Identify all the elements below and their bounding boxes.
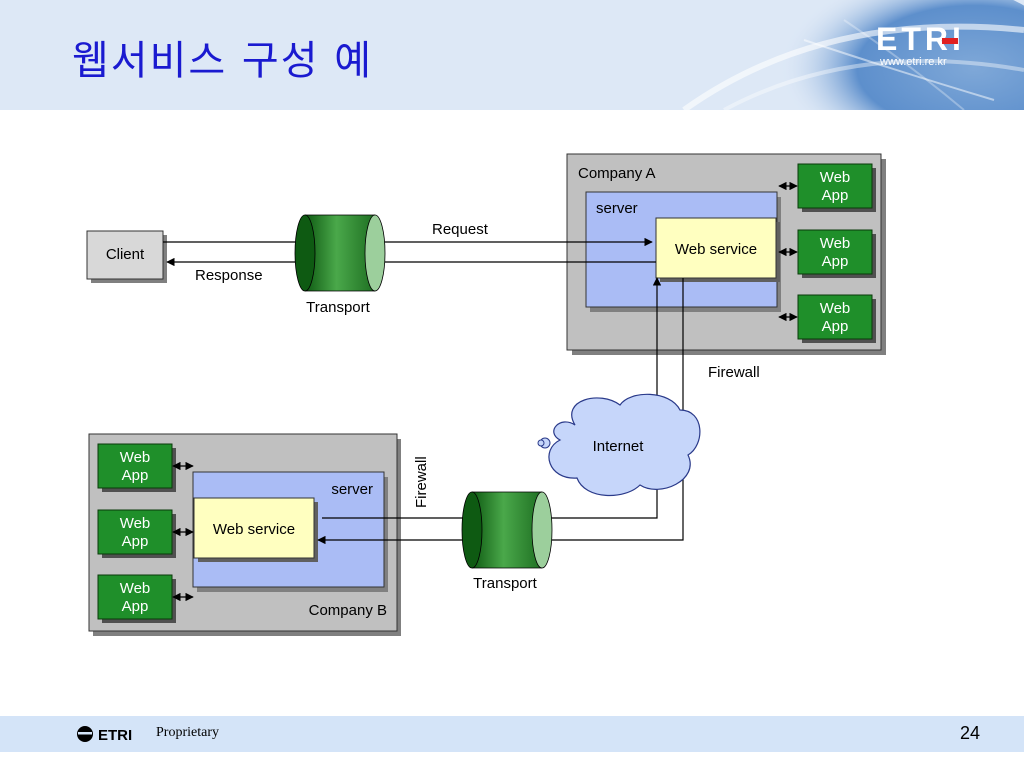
response-label: Response	[195, 267, 263, 284]
web-app-label: App	[822, 318, 849, 335]
website-url[interactable]: www.etri.re.kr	[880, 56, 947, 68]
request-label: Request	[432, 221, 489, 238]
transport-cylinder-top	[294, 214, 386, 292]
web-app-label: Web	[120, 449, 151, 466]
company-a-label: Company A	[578, 165, 656, 182]
client-label: Client	[106, 246, 145, 263]
company-b-web-service[interactable]: Web service	[193, 497, 318, 562]
firewall-b-label: Firewall	[413, 456, 430, 508]
slide-footer: ETRI Proprietary 24	[0, 716, 1024, 752]
web-service-diagram: Company A server Web service WebAppWebAp…	[86, 153, 886, 636]
transport-top-label: Transport	[306, 299, 370, 316]
web-app-label: Web	[120, 515, 151, 532]
footer-proprietary: Proprietary	[156, 725, 219, 740]
internet-path-outer	[322, 277, 662, 519]
internet-label: Internet	[593, 438, 645, 455]
company-b-server-label: server	[331, 481, 373, 498]
web-app-label: Web	[820, 300, 851, 317]
globe-graphic	[682, 0, 1024, 110]
page-number: 24	[959, 723, 980, 743]
company-b-server-box: server	[192, 471, 388, 592]
firewall-a-label: Firewall	[708, 364, 760, 381]
web-app-label: App	[122, 467, 149, 484]
footer-logo-text: ETRI	[98, 727, 132, 744]
company-b-label: Company B	[309, 602, 387, 619]
web-app-label: App	[122, 598, 149, 615]
company-a-web-service-label: Web service	[675, 241, 757, 258]
slide-header: 웹서비스 구성 예 ETRI www.etri.re.kr	[0, 0, 1024, 110]
web-app-label: App	[822, 187, 849, 204]
web-app-label: Web	[820, 235, 851, 252]
transport-bottom-label: Transport	[473, 575, 537, 592]
internet-cloud	[537, 393, 701, 496]
etri-logo: ETRI	[876, 22, 961, 56]
web-app-label: App	[822, 253, 849, 270]
client-box[interactable]: Client	[86, 230, 167, 283]
page-title: 웹서비스 구성 예	[72, 38, 374, 84]
web-app-label: Web	[120, 580, 151, 597]
web-app-label: Web	[820, 169, 851, 186]
company-a-web-service[interactable]: Web service	[655, 217, 780, 282]
company-a-server-label: server	[596, 200, 638, 217]
transport-cylinder-bottom	[461, 491, 553, 569]
etri-footer-logo: ETRI	[77, 726, 132, 744]
web-app-label: App	[122, 533, 149, 550]
internet-path-inner	[317, 278, 684, 545]
company-b-web-service-label: Web service	[213, 521, 295, 538]
